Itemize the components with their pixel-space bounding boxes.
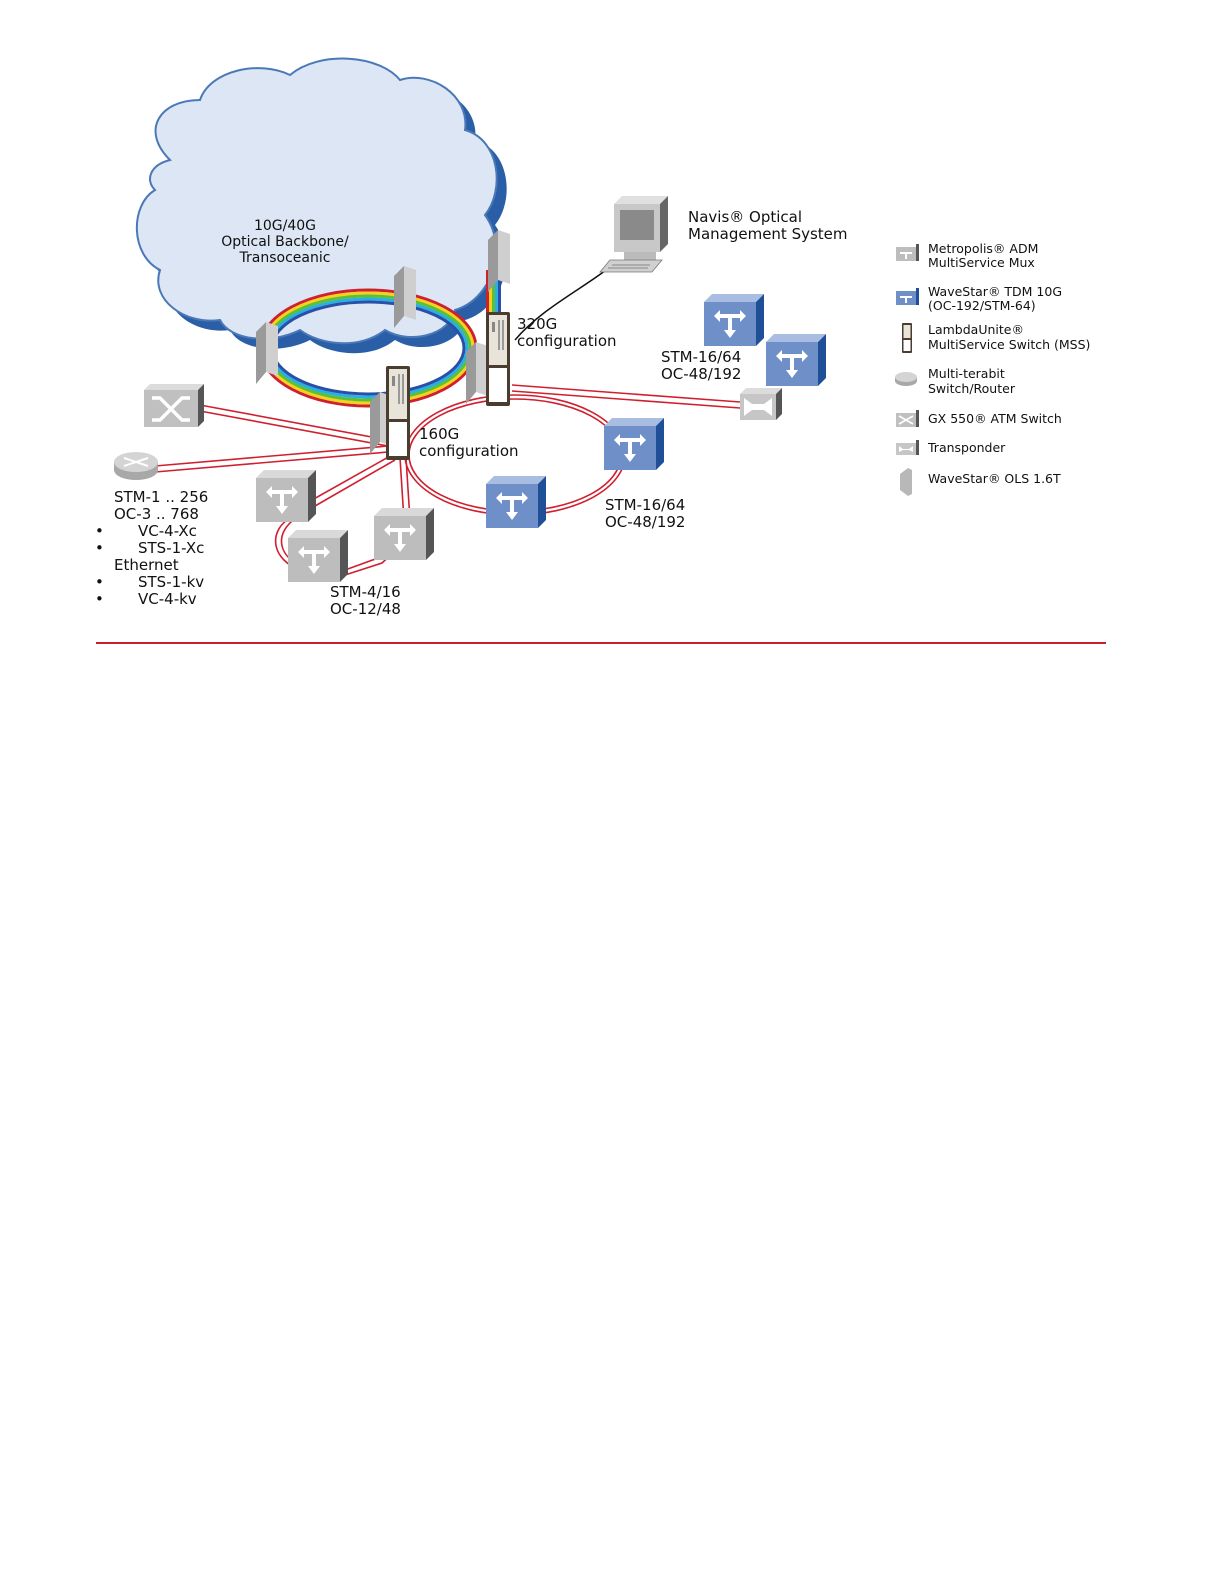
legend-label: Multi-terabit	[928, 366, 1005, 381]
interface-line: STM-1 .. 256	[114, 488, 208, 506]
wavestar-tdm-node	[486, 476, 546, 528]
metropolis-adm-node	[374, 508, 434, 560]
legend-label: MultiService Mux	[928, 255, 1035, 270]
ols-icon	[466, 342, 488, 404]
nms-label-line2: Management System	[688, 225, 848, 243]
cloud-label-line3: Transoceanic	[239, 250, 331, 266]
mss-160-label-line2: configuration	[419, 442, 519, 460]
interface-line: STS-1-Xc	[138, 539, 204, 557]
wavestar-tdm-node	[704, 294, 764, 346]
nms-link	[514, 269, 607, 341]
interface-line: OC-3 .. 768	[114, 505, 199, 523]
bullet: •	[95, 539, 104, 557]
wavestar-tdm-node	[766, 334, 826, 386]
legend-label: Switch/Router	[928, 381, 1016, 396]
mss-160-label-line1: 160G	[419, 425, 459, 443]
legend-label: WaveStar® TDM 10G	[928, 284, 1062, 299]
metropolis-adm-node	[256, 470, 316, 522]
legend-label: Metropolis® ADM	[928, 241, 1038, 256]
mss-320-label-line1: 320G	[517, 315, 557, 333]
legend-label: Transponder	[927, 440, 1006, 455]
transponder-node	[740, 388, 782, 420]
legend-label: (OC-192/STM-64)	[928, 298, 1036, 313]
metropolis-adm-icon	[896, 244, 919, 261]
lambdaunite-160g-node	[386, 366, 410, 460]
ring-label-lower-line1: STM-16/64	[605, 496, 685, 514]
metropolis-adm-node	[288, 530, 348, 582]
mss-320-label-line2: configuration	[517, 332, 617, 350]
router-node	[114, 452, 158, 480]
nms-label-line1: Navis® Optical	[688, 208, 802, 226]
ols-icon	[256, 322, 278, 384]
interface-line: STS-1-kv	[138, 573, 204, 591]
transponder-icon	[896, 440, 919, 455]
router-icon	[895, 372, 917, 386]
bullet: •	[95, 590, 104, 608]
lambdaunite-mss-icon	[902, 323, 912, 353]
bullet: •	[95, 522, 104, 540]
cloud-label-line1: 10G/40G	[254, 218, 316, 234]
legend-label: GX 550® ATM Switch	[928, 411, 1062, 426]
legend-label: WaveStar® OLS 1.6T	[928, 471, 1061, 486]
bullet: •	[95, 573, 104, 591]
ring-label-upper-line1: STM-16/64	[661, 348, 741, 366]
ring-label-lower-line2: OC-48/192	[605, 513, 685, 531]
interface-list: STM-1 .. 256 OC-3 .. 768 • VC-4-Xc • STS…	[95, 488, 208, 608]
dwdm-rainbow-uplink	[486, 270, 501, 315]
legend: Metropolis® ADM MultiService Mux WaveSta…	[895, 241, 1090, 496]
network-diagram: 10G/40G Optical Backbone/ Transoceanic	[95, 57, 1090, 618]
section-divider	[96, 642, 1106, 644]
wavestar-tdm-node	[604, 418, 664, 470]
interface-line: Ethernet	[114, 556, 179, 574]
ols-icon	[900, 468, 912, 496]
atm-switch-icon	[896, 410, 919, 427]
lambdaunite-320g-node	[486, 312, 510, 406]
fiber-links	[154, 384, 741, 576]
ring-label-left-line2: OC-12/48	[330, 600, 401, 618]
ring-label-upper-line2: OC-48/192	[661, 365, 741, 383]
cloud-label-line2: Optical Backbone/	[221, 234, 349, 250]
interface-line: VC-4-Xc	[138, 522, 197, 540]
nms-computer-icon	[599, 196, 668, 273]
legend-label: MultiService Switch (MSS)	[928, 337, 1090, 352]
interface-line: VC-4-kv	[138, 590, 197, 608]
ring-label-left-line1: STM-4/16	[330, 583, 401, 601]
atm-switch-node	[144, 384, 204, 427]
legend-label: LambdaUnite®	[928, 322, 1024, 337]
wavestar-tdm-icon	[896, 288, 919, 305]
